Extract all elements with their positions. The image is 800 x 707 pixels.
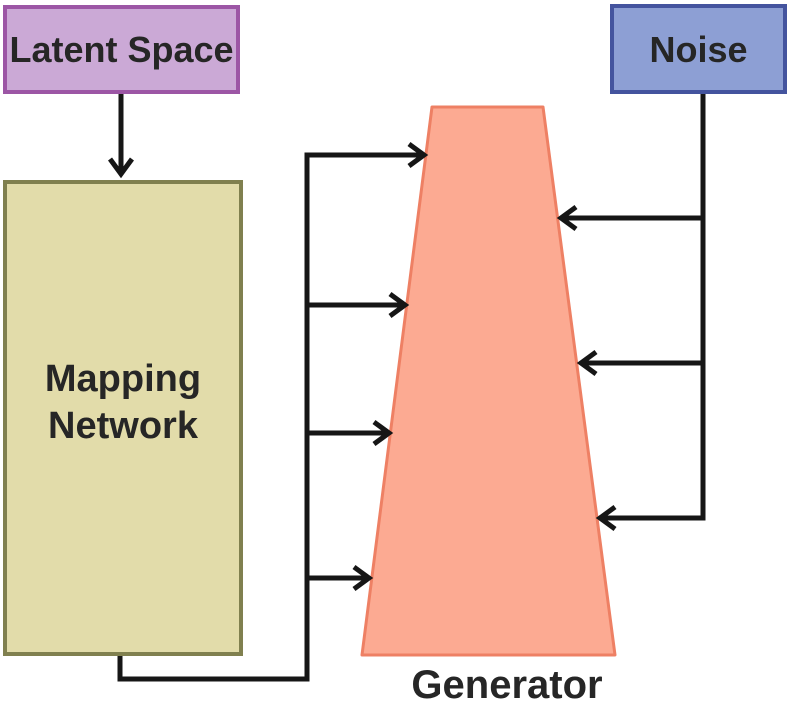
generator-trapezoid: [360, 105, 617, 657]
latent-space-node: Latent Space: [3, 5, 240, 94]
noise-node: Noise: [610, 4, 787, 94]
edge-mapping-bus-and-branch-1: [117, 142, 429, 682]
generator-label: Generator: [411, 663, 603, 707]
noise-label: Noise: [649, 28, 748, 70]
edge-noise-line-and-branch-3: [595, 94, 706, 531]
mapping-network-label: Mapping Network: [44, 357, 202, 448]
latent-space-label: Latent Space: [9, 29, 234, 70]
mapping-network-node: Mapping Network: [3, 180, 243, 656]
